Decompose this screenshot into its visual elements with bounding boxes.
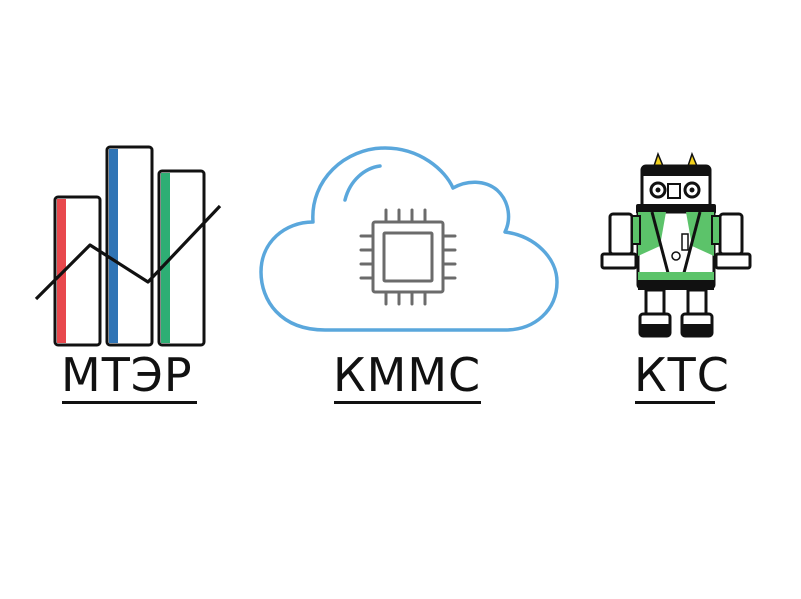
kmms-label: КММС bbox=[333, 348, 482, 402]
mter-label: МТЭР bbox=[61, 348, 193, 402]
kts-underline bbox=[635, 401, 715, 404]
kts-label: КТС bbox=[634, 348, 730, 402]
kmms-underline bbox=[334, 401, 481, 404]
robot-icon bbox=[600, 151, 752, 338]
cloud-chip-icon bbox=[259, 146, 559, 332]
mter-underline bbox=[62, 401, 197, 404]
bar-chart-trend-icon bbox=[34, 145, 222, 347]
